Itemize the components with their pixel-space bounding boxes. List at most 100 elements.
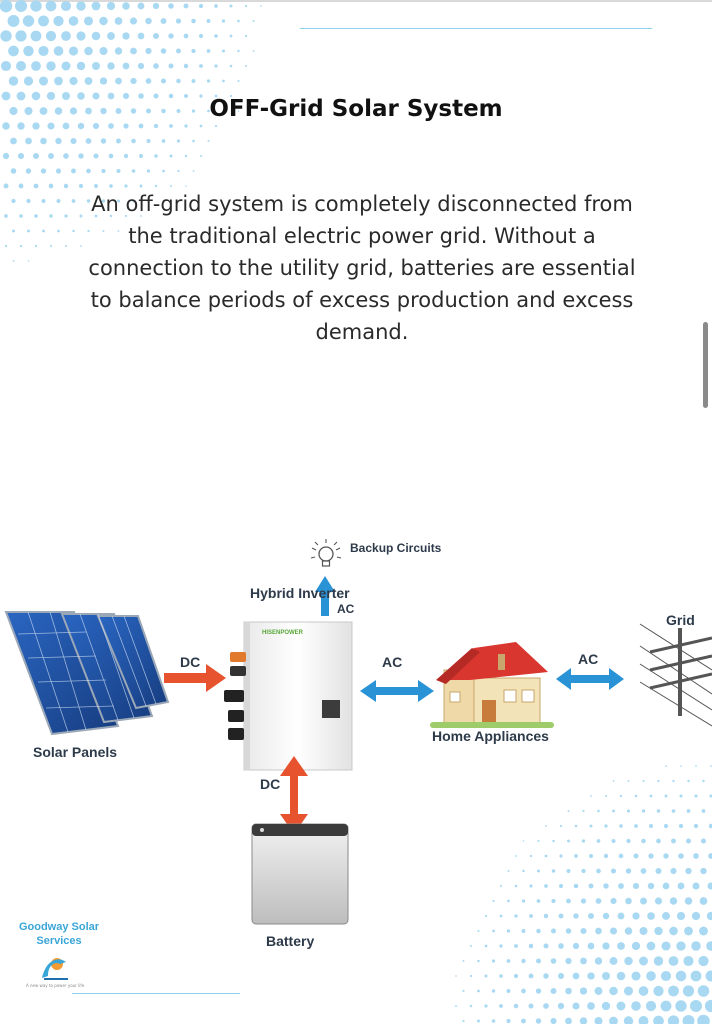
halftone-dot	[16, 61, 26, 71]
halftone-dot	[154, 184, 158, 188]
halftone-dot	[529, 884, 533, 888]
halftone-dot	[702, 779, 705, 783]
halftone-dot	[604, 794, 608, 798]
halftone-dot	[558, 943, 564, 949]
halftone-dot	[64, 214, 68, 218]
home-illustration	[430, 642, 554, 728]
halftone-dot	[154, 154, 158, 158]
halftone-dot	[206, 79, 211, 83]
halftone-dot	[184, 124, 188, 128]
halftone-dot	[63, 183, 69, 189]
halftone-dot	[76, 61, 86, 71]
halftone-dot	[455, 1005, 457, 1007]
halftone-dot	[685, 867, 692, 875]
halftone-dot	[602, 912, 610, 920]
halftone-dot	[610, 897, 617, 905]
halftone-dot	[648, 853, 654, 859]
halftone-dot	[139, 184, 143, 188]
halftone-dot	[23, 45, 34, 57]
halftone-dot	[587, 972, 595, 980]
halftone-dot	[34, 244, 38, 248]
halftone-dot	[574, 854, 578, 858]
halftone-dot	[521, 1018, 526, 1024]
halftone-dot	[657, 779, 660, 783]
halftone-dot	[140, 215, 142, 217]
halftone-dot	[590, 795, 592, 797]
halftone-dot	[76, 31, 86, 41]
halftone-dot	[19, 214, 23, 218]
halftone-dot	[663, 853, 669, 859]
halftone-dot	[559, 854, 563, 858]
brand-name: Goodway Solar Services	[18, 921, 100, 947]
halftone-dot	[559, 824, 563, 828]
halftone-dot	[132, 199, 135, 203]
halftone-dot	[99, 47, 108, 55]
halftone-dot	[699, 926, 708, 936]
halftone-dot	[122, 2, 130, 10]
halftone-dot	[146, 108, 151, 114]
halftone-dot	[521, 958, 526, 964]
halftone-dot	[624, 956, 633, 966]
halftone-dot	[169, 154, 173, 158]
halftone-dot	[207, 109, 210, 113]
halftone-dot	[655, 868, 662, 874]
halftone-dot	[550, 988, 557, 994]
halftone-dot	[0, 0, 13, 13]
halftone-dot	[63, 153, 69, 159]
scrollbar[interactable]	[703, 322, 708, 408]
halftone-dot	[80, 245, 82, 247]
halftone-dot	[661, 941, 671, 951]
halftone-dot	[137, 2, 145, 10]
halftone-dot	[669, 897, 678, 905]
halftone-dot	[40, 137, 47, 145]
halftone-dot	[626, 809, 631, 813]
battery-label: Battery	[266, 933, 315, 949]
halftone-dot	[115, 138, 122, 144]
halftone-dot	[624, 927, 633, 935]
halftone-dot	[92, 92, 100, 100]
halftone-dot	[139, 154, 143, 158]
halftone-dot	[514, 944, 518, 948]
halftone-dot	[653, 956, 664, 966]
halftone-dot	[56, 199, 61, 203]
halftone-dot	[588, 913, 594, 919]
halftone-dot	[32, 152, 40, 160]
halftone-dot	[72, 229, 75, 233]
halftone-dot	[30, 0, 42, 12]
halftone-dot	[617, 912, 625, 920]
halftone-dot	[653, 985, 664, 997]
halftone-dot	[176, 78, 181, 84]
halftone-dot	[557, 1002, 565, 1010]
halftone-dot	[678, 823, 684, 829]
halftone-dot	[237, 79, 240, 83]
halftone-dot	[183, 33, 189, 39]
halftone-dot	[77, 92, 85, 100]
halftone-dot	[153, 63, 159, 69]
halftone-dot	[662, 882, 670, 890]
halftone-dot	[609, 986, 618, 996]
halftone-dot	[9, 106, 18, 116]
halftone-dot	[610, 868, 617, 874]
halftone-dot	[550, 1017, 557, 1024]
dc-label-panels: DC	[180, 654, 201, 670]
halftone-dot	[633, 853, 639, 859]
halftone-dot	[521, 899, 526, 903]
halftone-dot	[676, 941, 686, 951]
halftone-dot	[124, 214, 128, 218]
halftone-dot	[552, 839, 555, 843]
halftone-dot	[669, 926, 678, 936]
halftone-dot	[579, 1017, 588, 1024]
halftone-dot	[572, 1002, 580, 1010]
halftone-dot	[668, 985, 679, 997]
halftone-dot	[528, 1003, 534, 1009]
halftone-dot	[123, 153, 129, 159]
halftone-dot	[543, 943, 549, 949]
halftone-dot	[45, 30, 57, 42]
halftone-dot	[705, 970, 712, 982]
halftone-dot	[675, 970, 687, 982]
halftone-dot	[522, 869, 525, 873]
halftone-dot	[639, 927, 648, 935]
halftone-dot	[0, 60, 12, 72]
halftone-dot	[649, 794, 653, 798]
halftone-dot	[191, 18, 196, 24]
